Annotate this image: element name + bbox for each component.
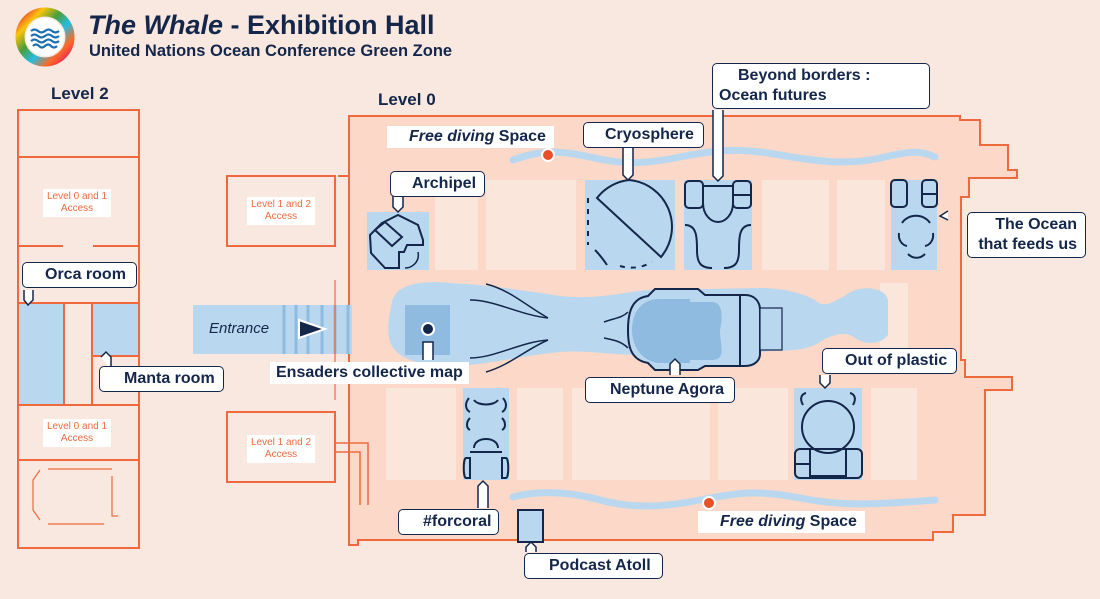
level-2-label: Level 2 — [51, 84, 109, 103]
access-line1: Level 0 and 1 — [47, 191, 108, 202]
page-subtitle: United Nations Ocean Conference Green Zo… — [89, 42, 453, 60]
out-of-plastic-label[interactable]: Out of plastic — [822, 348, 957, 374]
free-diving-space-bottom[interactable]: Free diving Space — [698, 511, 865, 533]
page-title: The Whale - Exhibition Hall — [88, 10, 435, 41]
neptune-agora-label[interactable]: Neptune Agora — [585, 377, 735, 403]
level-0-label: Level 0 — [378, 90, 436, 109]
archipel-stand — [367, 212, 429, 270]
ocean-feeds-line2: that feeds us — [978, 236, 1077, 253]
access-line1: Level 0 and 1 — [47, 421, 108, 432]
access-line1: Level 1 and 2 — [251, 199, 312, 210]
free-diving-rest: Space — [494, 128, 546, 145]
stands-bottom — [386, 283, 917, 480]
level-2-plan — [17, 109, 140, 549]
free-diving-italic: Free diving — [720, 513, 806, 530]
beyond-borders-line2: Ocean futures — [719, 87, 827, 104]
free-diving-marker-top — [541, 148, 555, 162]
title-rest: - Exhibition Hall — [223, 10, 435, 40]
orca-room-label[interactable]: Orca room — [22, 262, 137, 288]
podcast-atoll-label[interactable]: Podcast Atoll — [524, 553, 663, 579]
manta-room-area — [93, 304, 138, 355]
archipel-label[interactable]: Archipel — [390, 171, 485, 197]
cryosphere-label[interactable]: Cryosphere — [583, 122, 704, 148]
free-diving-marker-bottom — [702, 496, 716, 510]
forcoral-label[interactable]: #forcoral — [398, 509, 499, 535]
access-line2: Access — [60, 203, 94, 214]
beyond-borders-stand — [684, 180, 752, 270]
forcoral-stand — [462, 388, 510, 480]
access-box-bottom — [226, 411, 336, 483]
ensaders-collective-map-label[interactable]: Ensaders collective map — [270, 362, 469, 384]
access-line2: Access — [264, 449, 298, 460]
arrow-right-icon — [298, 318, 329, 340]
access-line1: Level 1 and 2 — [251, 437, 312, 448]
ocean-feeds-line1: The Ocean — [995, 216, 1077, 233]
ocean-feeds-us-label[interactable]: The Ocean that feeds us — [967, 212, 1086, 258]
free-diving-path-bottom — [509, 489, 939, 510]
cryosphere-stand — [585, 178, 675, 270]
free-diving-space-top[interactable]: Free diving Space — [387, 126, 554, 148]
free-diving-italic: Free diving — [409, 128, 495, 145]
sdg-logo-icon — [15, 7, 75, 67]
ensaders-marker — [421, 322, 435, 336]
stairs — [335, 442, 369, 505]
entrance-label[interactable]: Entrance — [209, 320, 270, 337]
free-diving-rest: Space — [805, 513, 857, 530]
beyond-borders-label[interactable]: Beyond borders : Ocean futures — [712, 63, 930, 109]
title-italic: The Whale — [88, 10, 224, 40]
access-line2: Access — [60, 433, 94, 444]
beyond-borders-line1: Beyond borders : — [738, 67, 871, 84]
podcast-atoll-stand — [517, 509, 544, 543]
neptune-agora-shape — [626, 288, 783, 371]
out-of-plastic-stand — [794, 388, 863, 480]
manta-room-label[interactable]: Manta room — [99, 366, 224, 392]
whale-tail-lines — [469, 283, 629, 373]
free-diving-path-top — [509, 146, 939, 167]
callout-pointers — [23, 110, 949, 552]
access-line2: Access — [264, 211, 298, 222]
ocean-feeds-stand — [890, 179, 938, 270]
orca-room-area — [19, 304, 63, 404]
access-box-top — [226, 175, 336, 247]
